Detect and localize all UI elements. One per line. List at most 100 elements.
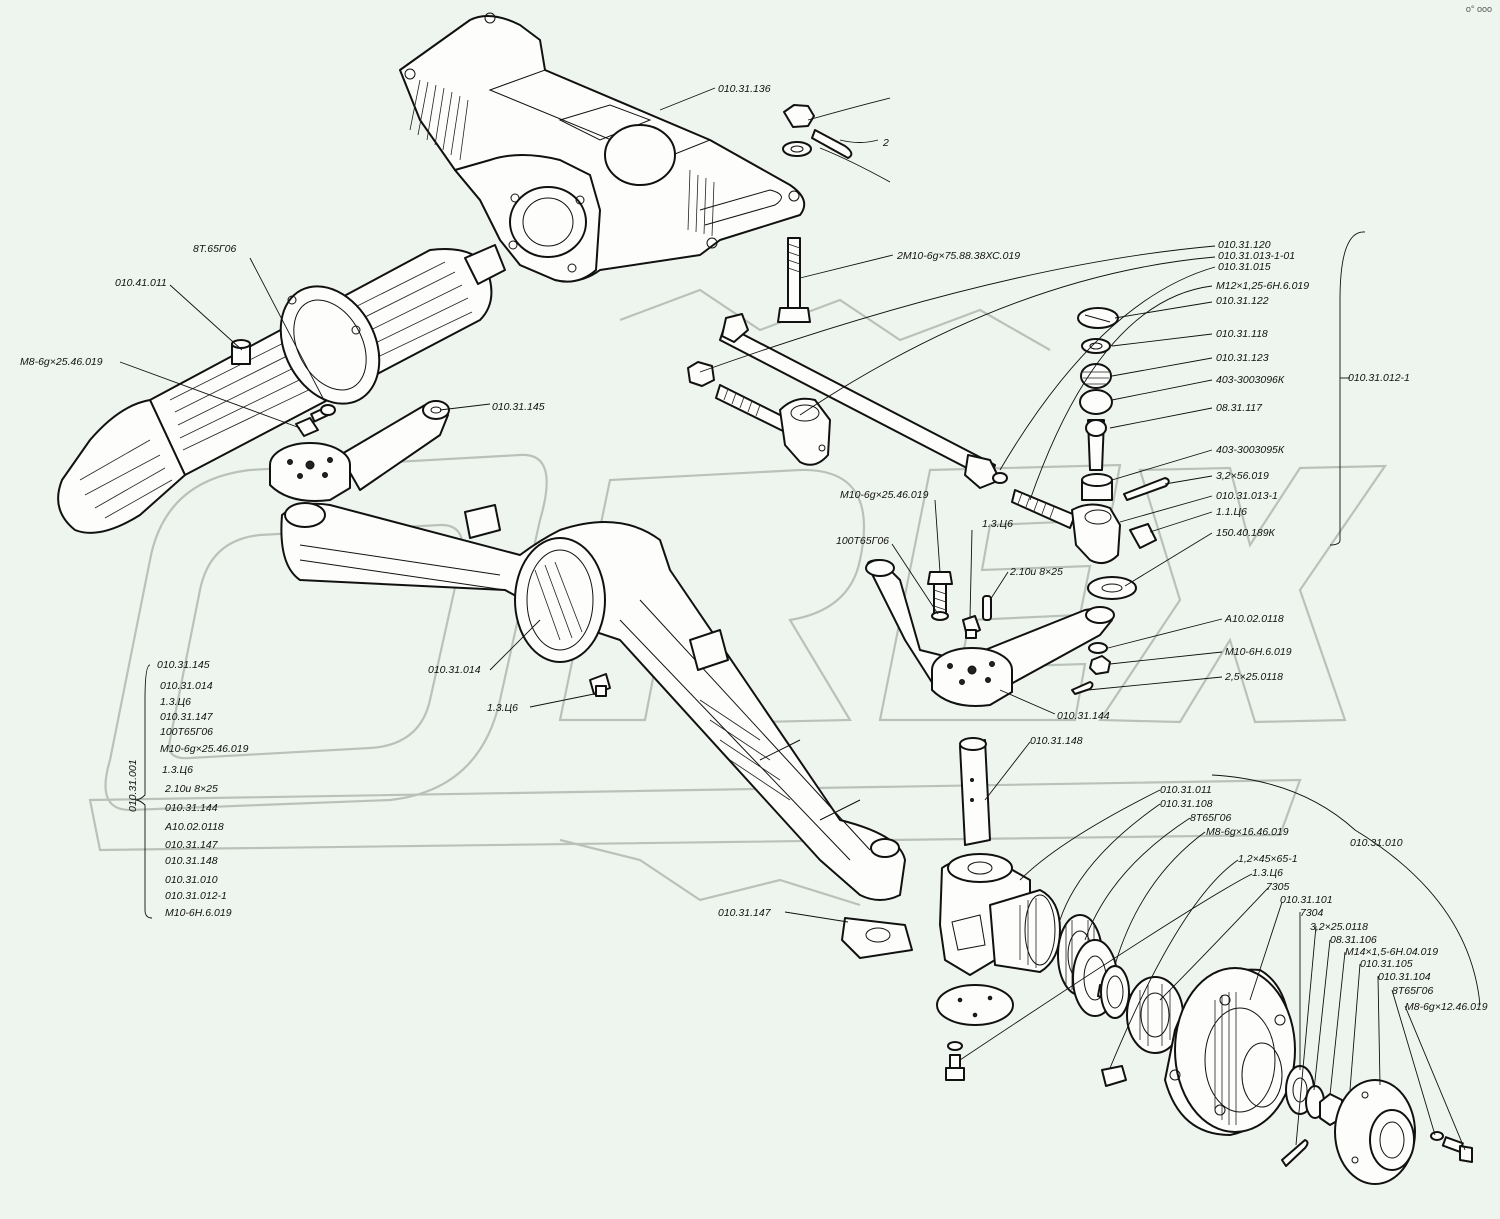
tie-rod: [719, 313, 1008, 489]
ball-joint-stack: [1077, 307, 1119, 501]
washer-8t: [320, 404, 336, 416]
label: М14×1,5-6Н.04.019: [1345, 946, 1438, 958]
label: М8-6g×25.46.019: [20, 356, 103, 368]
steering-knuckle: [939, 853, 1061, 976]
assembly-item: 010.31.014: [160, 680, 213, 692]
label: 8Т65Г06: [1392, 985, 1433, 997]
assembly-item: 010.31.148: [165, 855, 218, 867]
label: 010.31.105: [1360, 958, 1413, 970]
assembly-item: А10.02.0118: [164, 821, 224, 833]
cotter-pin-3-2x25: [1281, 1139, 1309, 1167]
ball-joint-right: [1011, 489, 1121, 565]
grease-nipple-1-3-c: [1101, 1065, 1127, 1087]
hub-cap-flange: [1334, 1079, 1416, 1185]
label: А10.02.0118: [1224, 613, 1284, 625]
label: 010.31.144: [1057, 710, 1110, 722]
label: 010.31.104: [1378, 971, 1431, 983]
label: 1,2×45×65-1: [1238, 853, 1298, 865]
upper-bracket: [399, 12, 806, 283]
label: 403-3003095К: [1216, 444, 1285, 456]
label: 1.3.Ц6: [1252, 867, 1283, 879]
label: 010.31.014: [428, 664, 481, 676]
label: 010.31.013-1: [1216, 490, 1278, 502]
assembly-item: 1.3.Ц6: [162, 764, 193, 776]
nut-m10: [1089, 655, 1111, 675]
label: 010.31.011: [1160, 784, 1212, 796]
assembly-item: 2.10и 8×25: [164, 783, 218, 795]
corner-mark: o° ooo: [1465, 4, 1492, 14]
kingpin: [959, 737, 991, 846]
label: М8-6g×12.46.019: [1405, 1001, 1488, 1013]
label: 150.40.189К: [1216, 527, 1276, 539]
assembly-item: М10-6Н.6.019: [165, 907, 232, 919]
label: 2М10-6g×75.88.38ХС.019: [896, 250, 1020, 262]
label: 010.31.120: [1218, 239, 1271, 251]
label: 010.31.136: [718, 83, 771, 95]
cotter-pin-3-2x56: [1123, 477, 1170, 501]
assembly-item: 100Т65Г06: [160, 726, 213, 738]
label: 010.31.015: [1218, 261, 1271, 273]
label: 3,2×25.0118: [1310, 921, 1368, 933]
steering-arm-144: [865, 559, 1115, 707]
assembly-item: 010.31.144: [165, 802, 218, 814]
label: 010.31.145: [492, 401, 545, 413]
label: 010.31.123: [1216, 352, 1269, 364]
label: 7304: [1300, 907, 1324, 919]
label: 08.31.117: [1216, 402, 1263, 414]
label: 2.10и 8×25: [1009, 566, 1063, 578]
bolt-m8-knuckle: [945, 1041, 965, 1081]
label: 1.3.Ц6: [487, 702, 518, 714]
leader-lines: [119, 87, 1481, 1151]
watermark-logo: [88, 288, 1388, 907]
bolt-m8-hub: [1430, 1131, 1473, 1163]
washer-100t: [931, 611, 949, 621]
ball-joint-left: [715, 384, 831, 466]
label: 010.31.122: [1216, 295, 1269, 307]
assembly-item: 010.31.147: [160, 711, 214, 723]
steering-arm-145: [269, 400, 450, 502]
grease-nipple-1-3-b: [962, 615, 981, 639]
label: 2: [882, 137, 889, 149]
bolt-m10-arm: [927, 571, 953, 615]
label: 010.41.011: [115, 277, 167, 289]
label: 8Т65Г06: [1190, 812, 1231, 824]
assembly-item: 010.31.010: [165, 874, 218, 886]
label: 8Т.65Г06: [193, 243, 236, 255]
seal-ring-1-2x45: [1100, 965, 1130, 1019]
grease-nipple-1-3: [589, 673, 611, 697]
assembly-item: 010.31.012-1: [165, 890, 227, 902]
label: М10-6g×25.46.019: [840, 489, 929, 501]
label: 7305: [1266, 881, 1290, 893]
assembly-item: 010.31.145: [157, 659, 210, 671]
label: 2,5×25.0118: [1224, 671, 1283, 683]
label: 010.31.108: [1160, 798, 1213, 810]
label: М8-6g×16.46.019: [1206, 826, 1289, 838]
assembly-list: 010.31.145 010.31.014 1.3.Ц6 010.31.147 …: [157, 659, 249, 919]
bolt-m10-long: [777, 237, 811, 323]
label: 010.31.148: [1030, 735, 1083, 747]
label: 1.1.Ц6: [1216, 506, 1247, 518]
wheel-hub: [1126, 967, 1296, 1136]
label: 08.31.106: [1330, 934, 1377, 946]
axle-beam: [280, 502, 906, 901]
assembly-item: М10-6g×25.46.019: [160, 743, 249, 755]
label: 010.31.118: [1216, 328, 1268, 340]
nut-tie-rod: [687, 361, 715, 387]
part-labels: 010.31.136 2 2М10-6g×75.88.38ХС.019 8Т.6…: [20, 83, 1488, 1013]
label: 010.31.013-1-01: [1218, 250, 1295, 262]
label: М12×1,25-6Н.6.019: [1216, 280, 1309, 292]
seal-150-40: [1087, 576, 1137, 600]
washer-010-31-147: [841, 917, 913, 959]
label: 100Т65Г06: [836, 535, 889, 547]
castle-nut-top: [782, 104, 853, 159]
label: 010.31.001: [127, 759, 139, 812]
label: 403-3003096К: [1216, 374, 1285, 386]
pin-2-10: [982, 595, 992, 621]
label: М10-6Н.6.019: [1225, 646, 1292, 658]
label: 010.31.010: [1350, 837, 1403, 849]
assembly-item: 010.31.147: [165, 839, 219, 851]
label: 010.31.012-1: [1348, 372, 1410, 384]
label: 010.31.147: [718, 907, 772, 919]
label: 3,2×56.019: [1216, 470, 1269, 482]
